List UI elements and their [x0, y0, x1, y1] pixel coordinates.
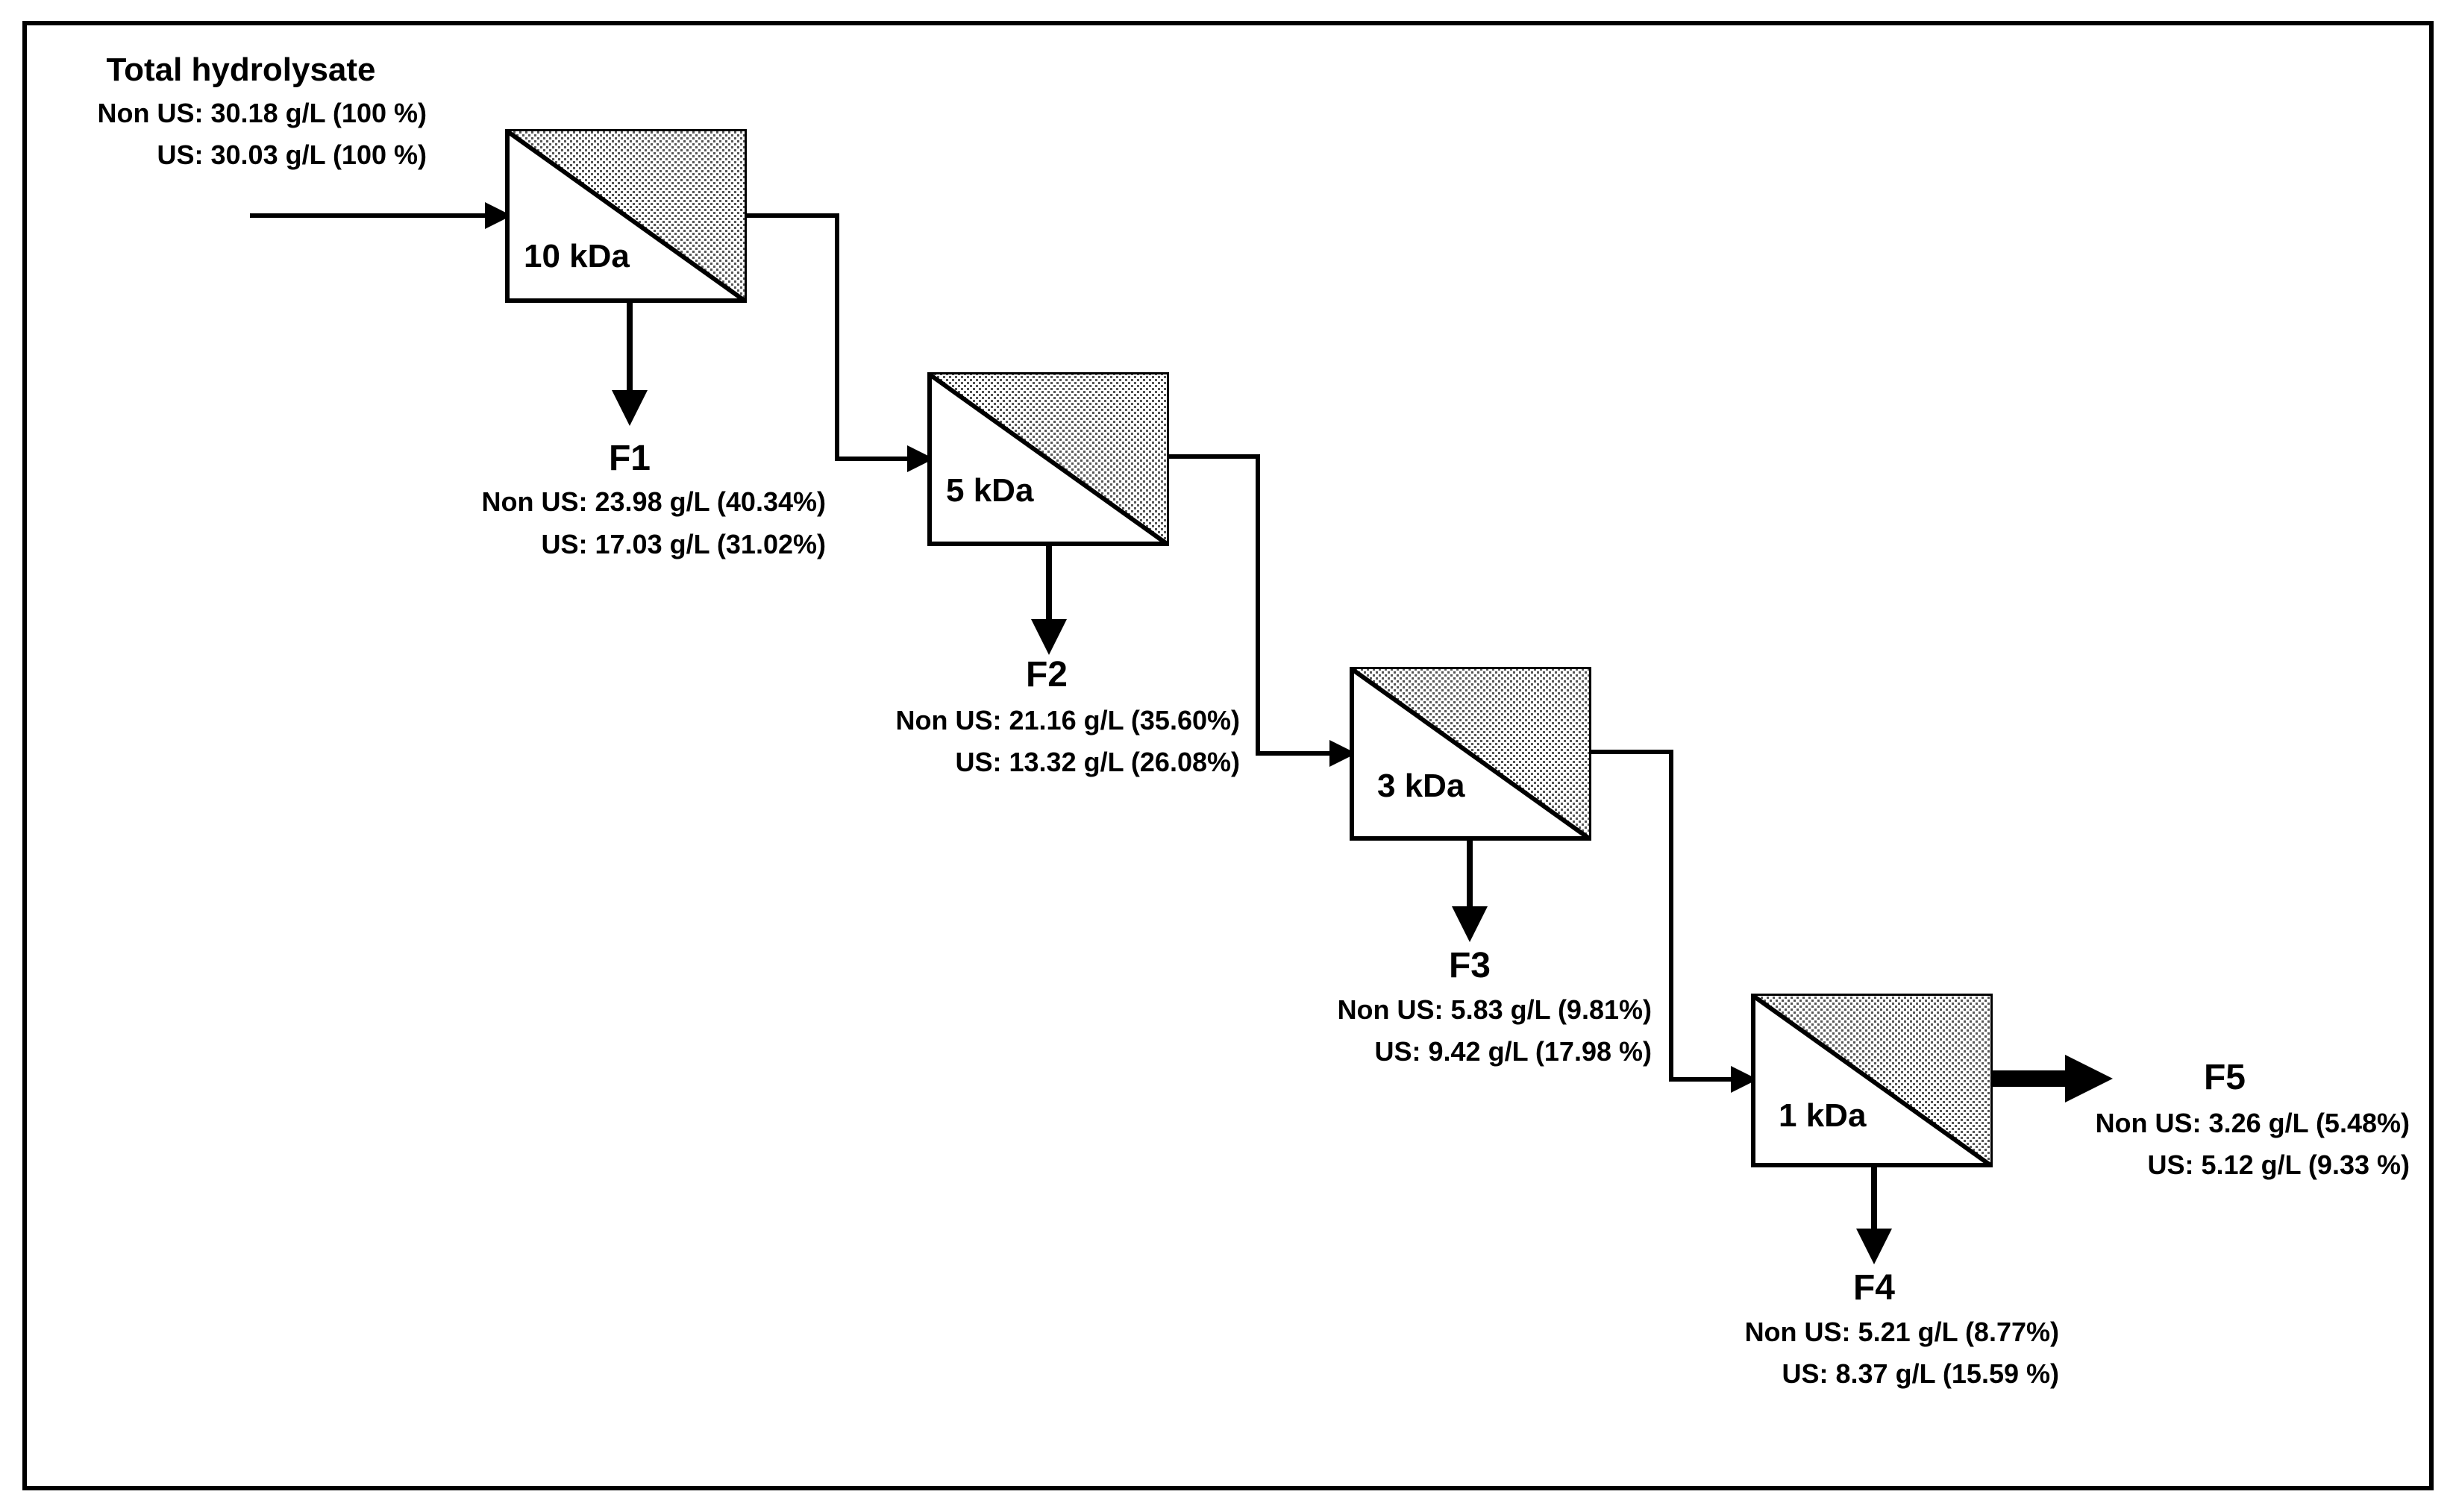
membrane-label-10kda: 10 kDa — [524, 238, 630, 275]
feed-title: Total hydrolysate — [106, 51, 375, 88]
feed-non-us: Non US: 30.18 g/L (100 %) — [98, 98, 427, 128]
fraction-f1-name: F1 — [609, 439, 651, 478]
fraction-f5-name: F5 — [2204, 1058, 2246, 1097]
fraction-f3-non-us: Non US: 5.83 g/L (9.81%) — [1338, 994, 1652, 1025]
membrane-1kda: 1 kDa — [1751, 994, 1993, 1167]
fraction-f1-us: US: 17.03 g/L (31.02%) — [542, 529, 827, 559]
membrane-3kda: 3 kDa — [1350, 667, 1591, 841]
fraction-f3-us: US: 9.42 g/L (17.98 %) — [1375, 1036, 1652, 1067]
membrane-label-1kda: 1 kDa — [1779, 1097, 1867, 1134]
membrane-label-5kda: 5 kDa — [946, 472, 1034, 509]
fraction-f4-name: F4 — [1853, 1268, 1895, 1308]
fraction-f5-non-us: Non US: 3.26 g/L (5.48%) — [2096, 1108, 2410, 1138]
fraction-f1-non-us: Non US: 23.98 g/L (40.34%) — [482, 486, 826, 517]
fraction-f2-name: F2 — [1026, 655, 1068, 694]
retentate-line-2 — [1167, 454, 1356, 767]
fraction-f3-name: F3 — [1449, 946, 1491, 985]
membrane-10kda: 10 kDa — [505, 129, 747, 303]
diagram-frame — [22, 21, 2434, 1490]
fraction-f5-us: US: 5.12 g/L (9.33 %) — [2148, 1149, 2410, 1180]
retentate-arrowhead-f5 — [2065, 1055, 2113, 1102]
fraction-f2-non-us: Non US: 21.16 g/L (35.60%) — [896, 705, 1240, 735]
fraction-f4-non-us: Non US: 5.21 g/L (8.77%) — [1745, 1317, 2059, 1347]
retentate-line-3 — [1589, 750, 1758, 1093]
retentate-line-1 — [745, 213, 934, 472]
fraction-f2-us: US: 13.32 g/L (26.08%) — [956, 747, 1241, 777]
feed-us: US: 30.03 g/L (100 %) — [157, 139, 427, 170]
membrane-5kda: 5 kDa — [927, 372, 1169, 546]
membrane-label-3kda: 3 kDa — [1377, 768, 1465, 804]
fraction-f4-us: US: 8.37 g/L (15.59 %) — [1782, 1358, 2059, 1389]
